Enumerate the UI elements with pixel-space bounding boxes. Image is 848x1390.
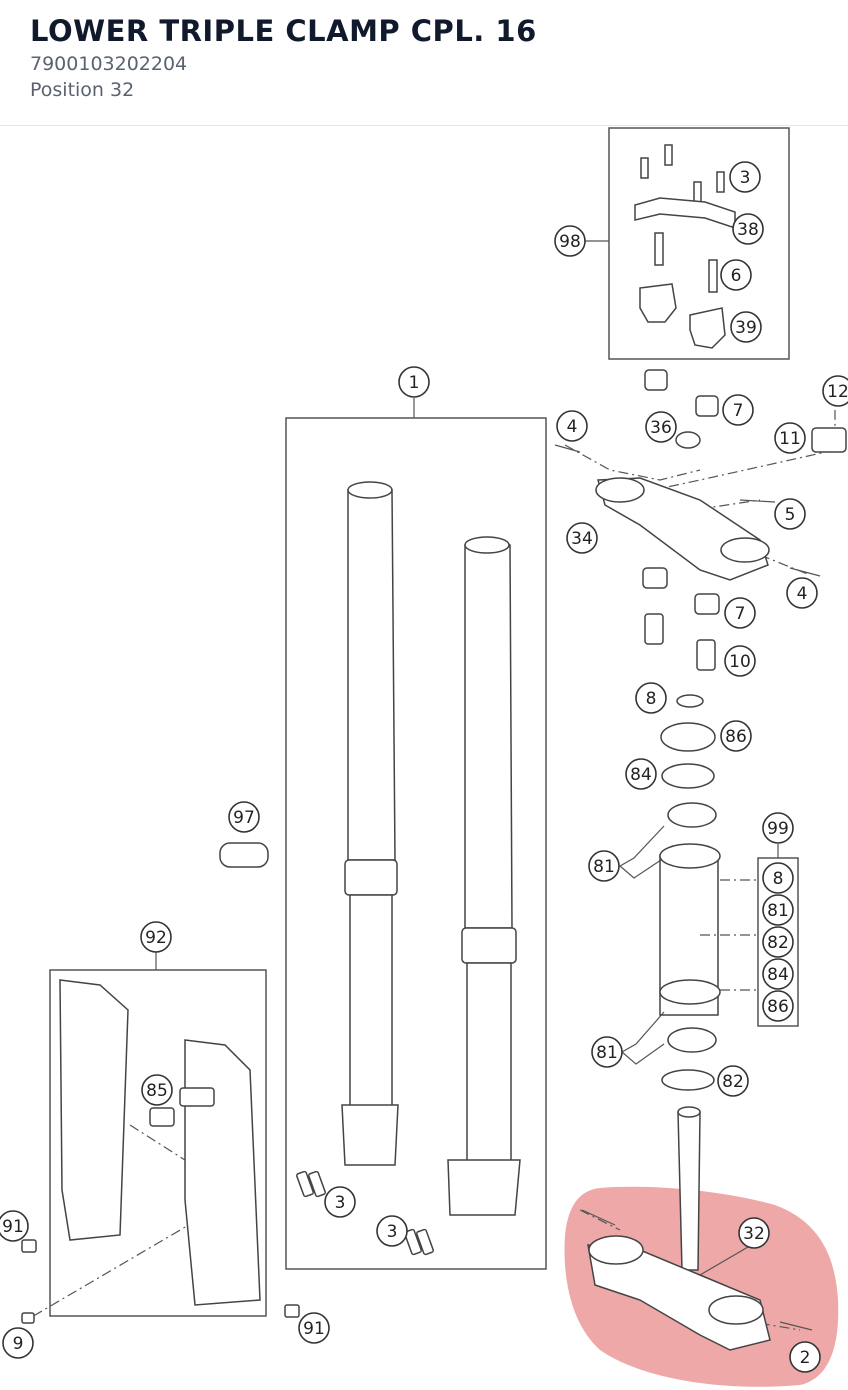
callout-c3a[interactable]: 3 — [729, 161, 761, 193]
page-title: LOWER TRIPLE CLAMP CPL. 16 — [30, 14, 537, 48]
callout-label: 36 — [650, 418, 672, 438]
callout-label: 6 — [731, 266, 742, 286]
callout-c81b[interactable]: 81 — [591, 1036, 623, 1068]
callout-c7a[interactable]: 7 — [722, 394, 754, 426]
callout-label: 98 — [559, 232, 581, 252]
callout-label: 38 — [737, 220, 759, 240]
kit-99-item-label: 86 — [767, 997, 789, 1017]
callout-label: 91 — [2, 1217, 24, 1237]
callout-c34[interactable]: 34 — [566, 522, 598, 554]
callout-c8[interactable]: 8 — [635, 682, 667, 714]
callout-label: 3 — [387, 1222, 398, 1242]
callout-label: 3 — [740, 168, 751, 188]
callout-label: 32 — [743, 1224, 765, 1244]
callout-c39[interactable]: 39 — [730, 311, 762, 343]
handlebar-clamp-frame — [608, 127, 790, 360]
callout-c85[interactable]: 85 — [141, 1074, 173, 1106]
callout-label: 11 — [779, 429, 801, 449]
kit-99-item[interactable]: 8 — [762, 862, 794, 894]
callout-label: 2 — [800, 1348, 811, 1368]
kit-99-item[interactable]: 81 — [762, 894, 794, 926]
callout-label: 86 — [725, 727, 747, 747]
callout-c99[interactable]: 99 — [762, 812, 794, 844]
fork-legs — [296, 481, 521, 1256]
callout-c91b[interactable]: 91 — [298, 1312, 330, 1344]
callout-label: 85 — [146, 1081, 168, 1101]
callout-c98[interactable]: 98 — [554, 225, 586, 257]
callout-c36[interactable]: 36 — [645, 411, 677, 443]
callout-label: 92 — [145, 928, 167, 948]
callout-label: 84 — [630, 765, 652, 785]
fork-guard-frame — [49, 969, 267, 1317]
callout-label: 34 — [571, 529, 593, 549]
callout-label: 91 — [303, 1319, 325, 1339]
callout-c82[interactable]: 82 — [717, 1065, 749, 1097]
callout-c32[interactable]: 32 — [738, 1217, 770, 1249]
callout-c97[interactable]: 97 — [228, 801, 260, 833]
callout-c92[interactable]: 92 — [140, 921, 172, 953]
callout-label: 81 — [593, 857, 615, 877]
callout-label: 4 — [797, 584, 808, 604]
callout-c9[interactable]: 9 — [2, 1327, 34, 1359]
callout-c81a[interactable]: 81 — [588, 850, 620, 882]
callout-c91a[interactable]: 91 — [0, 1210, 29, 1242]
callout-c2[interactable]: 2 — [789, 1341, 821, 1373]
callout-c1[interactable]: 1 — [398, 366, 430, 398]
fork-frame — [285, 417, 547, 1270]
callout-label: 3 — [335, 1193, 346, 1213]
callout-c3b[interactable]: 3 — [324, 1186, 356, 1218]
callout-c12[interactable]: 12 — [822, 375, 848, 407]
callout-c7b[interactable]: 7 — [724, 597, 756, 629]
position-label: Position 32 — [30, 79, 135, 101]
callout-label: 97 — [233, 808, 255, 828]
handlebar-clamp-parts — [634, 144, 736, 349]
callout-c4a[interactable]: 4 — [556, 410, 588, 442]
callout-label: 5 — [785, 505, 796, 525]
fork-guards — [21, 842, 300, 1324]
kit-99-item-label: 84 — [767, 965, 789, 985]
callout-label: 7 — [735, 604, 746, 624]
part-number: 7900103202204 — [30, 53, 188, 75]
callout-label: 4 — [567, 417, 578, 437]
kit-99-item-label: 8 — [773, 869, 784, 889]
callout-c84[interactable]: 84 — [625, 758, 657, 790]
kit-99-item[interactable]: 82 — [762, 926, 794, 958]
callout-label: 8 — [646, 689, 657, 709]
callout-label: 12 — [827, 382, 848, 402]
kit-99-item-label: 81 — [767, 901, 789, 921]
callout-label: 99 — [767, 819, 789, 839]
callout-c6[interactable]: 6 — [720, 259, 752, 291]
callout-label: 7 — [733, 401, 744, 421]
callout-c86[interactable]: 86 — [720, 720, 752, 752]
callout-label: 39 — [735, 318, 757, 338]
kit-99-item-label: 82 — [767, 933, 789, 953]
callout-c11[interactable]: 11 — [774, 422, 806, 454]
callout-label: 82 — [722, 1072, 744, 1092]
callout-c3c[interactable]: 3 — [376, 1215, 408, 1247]
kit-99-item[interactable]: 84 — [762, 958, 794, 990]
page-header: LOWER TRIPLE CLAMP CPL. 16 7900103202204… — [0, 0, 848, 126]
callout-label: 1 — [409, 373, 420, 393]
callout-c5[interactable]: 5 — [774, 498, 806, 530]
upper-triple-clamp — [554, 369, 847, 1091]
lower-triple-clamp — [581, 1106, 813, 1351]
kit-99-item[interactable]: 86 — [762, 990, 794, 1022]
callout-c38[interactable]: 38 — [732, 213, 764, 245]
callout-c4b[interactable]: 4 — [786, 577, 818, 609]
callout-label: 10 — [729, 652, 751, 672]
leader-lines — [155, 240, 779, 1276]
callout-c10[interactable]: 10 — [724, 645, 756, 677]
callout-label: 81 — [596, 1043, 618, 1063]
callout-label: 9 — [13, 1334, 24, 1354]
